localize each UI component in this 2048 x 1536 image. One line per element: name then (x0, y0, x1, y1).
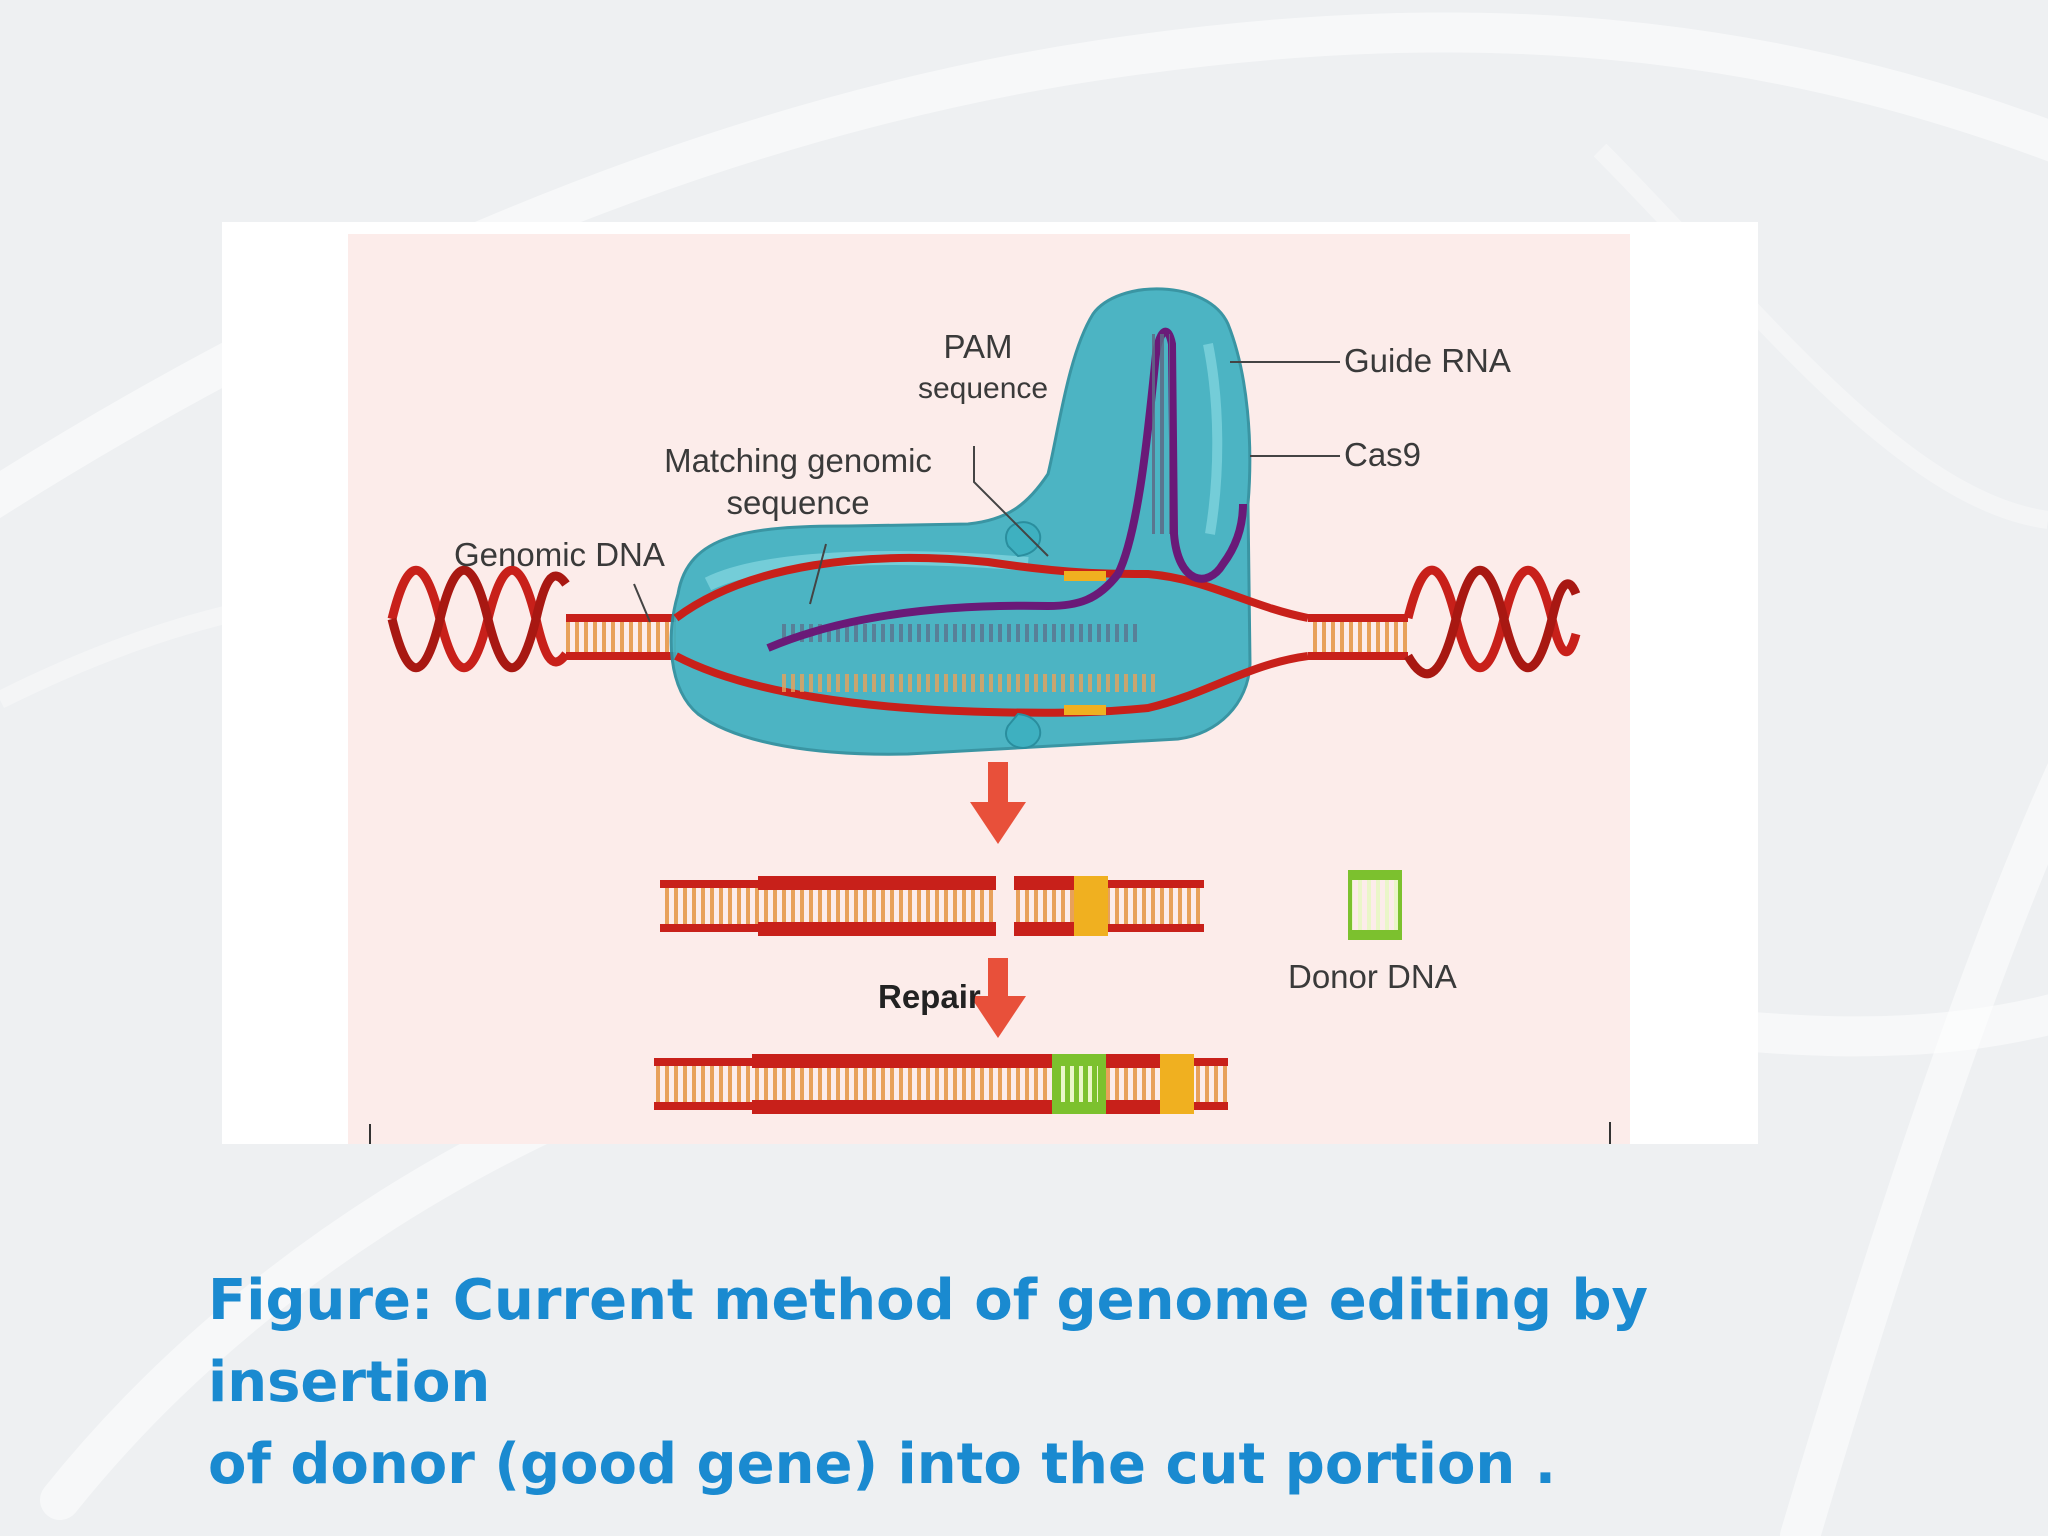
cas9-label: Cas9 (1344, 436, 1422, 473)
caption-line1: Figure: Current method of genome editing… (208, 1268, 1649, 1415)
matching-genomic-label: Matching genomic sequence (648, 440, 948, 524)
genomic-dna-label: Genomic DNA (454, 536, 665, 573)
caption-line2: of donor (good gene) into the cut portio… (208, 1432, 1557, 1497)
repaired-dna (654, 1054, 1228, 1114)
matching-label-line1: Matching genomic (664, 442, 932, 479)
guide-rna-strand (766, 327, 1247, 652)
process-arrow (970, 762, 1026, 844)
figure-caption: Figure: Current method of genome editing… (208, 1260, 1848, 1506)
pam-label: PAM sequence (918, 326, 1049, 410)
repair-label: Repair (878, 978, 981, 1015)
repair-arrow (970, 958, 1026, 1038)
pam-label-line2: sequence (918, 372, 1049, 405)
diagram-graphics (369, 287, 1611, 1144)
cut-dna-fragments (660, 876, 1204, 936)
guide-rna-label: Guide RNA (1344, 342, 1511, 379)
matching-label-line2: sequence (726, 484, 870, 521)
genomic-dna-helix-right (1403, 565, 1581, 679)
genomic-dna-helix-left (387, 566, 570, 672)
donor-dna-fragment (1348, 870, 1402, 940)
crispr-diagram: PAM sequence Guide RNA Cas9 Matching gen… (348, 234, 1630, 1144)
donor-dna-label: Donor DNA (1288, 958, 1457, 995)
figure-frame: PAM sequence Guide RNA Cas9 Matching gen… (222, 222, 1758, 1144)
label-leaders (633, 361, 1340, 623)
pam-label-line1: PAM (943, 328, 1013, 365)
